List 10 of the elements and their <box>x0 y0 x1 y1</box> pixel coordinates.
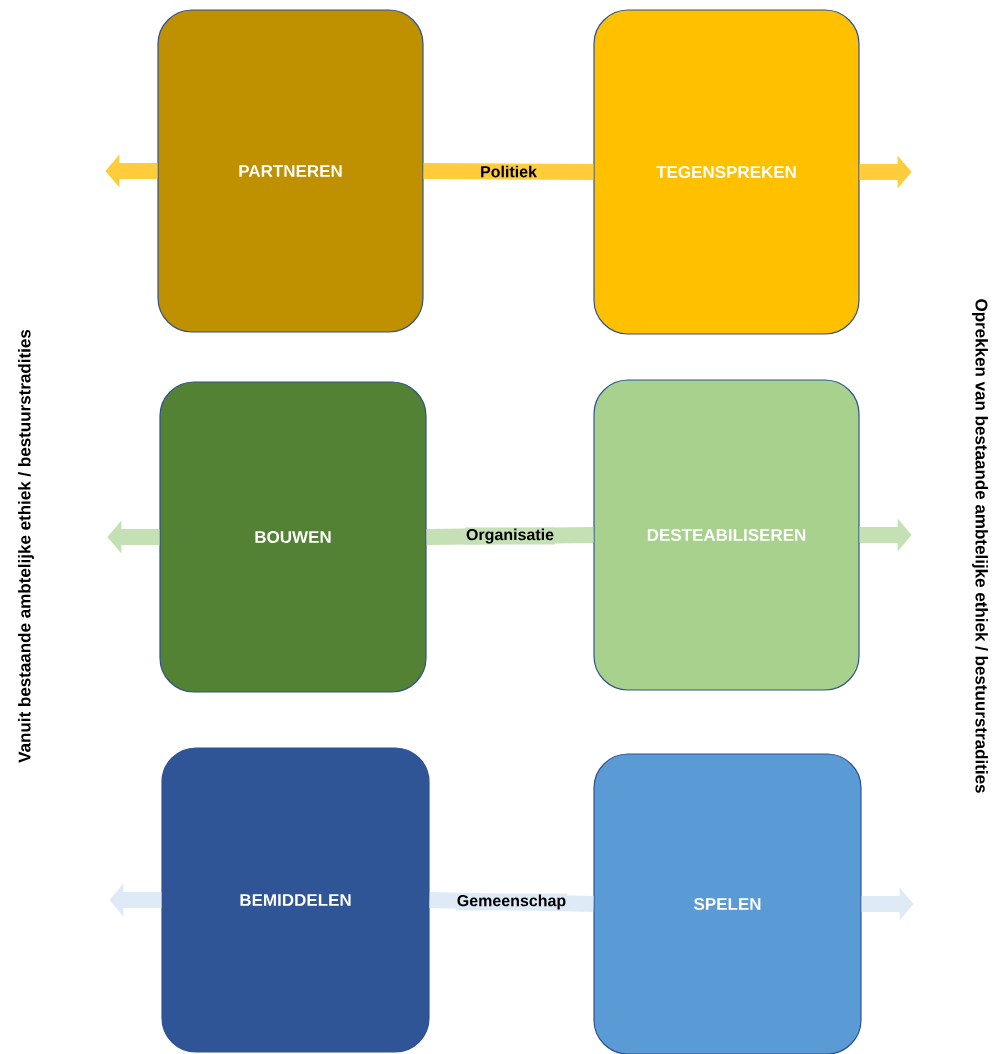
rounded-box: SPELEN <box>593 753 862 1054</box>
rounded-box: BOUWEN <box>159 381 427 693</box>
rounded-box: BEMIDDELEN <box>161 747 430 1053</box>
side-label: Oprekken van bestaande ambtelijke ethiek / bestuurstradities <box>972 299 988 793</box>
rounded-box: DESTEABILISEREN <box>593 379 860 691</box>
rounded-box: TEGENSPREKEN <box>593 9 860 335</box>
edge-label: Organisatie <box>465 527 555 545</box>
edge-label: Gemeenschap <box>455 893 568 911</box>
side-label: Vanuit bestaande ambtelijke ethiek / bestuurstradities <box>18 329 34 763</box>
rounded-box: PARTNEREN <box>157 9 424 333</box>
